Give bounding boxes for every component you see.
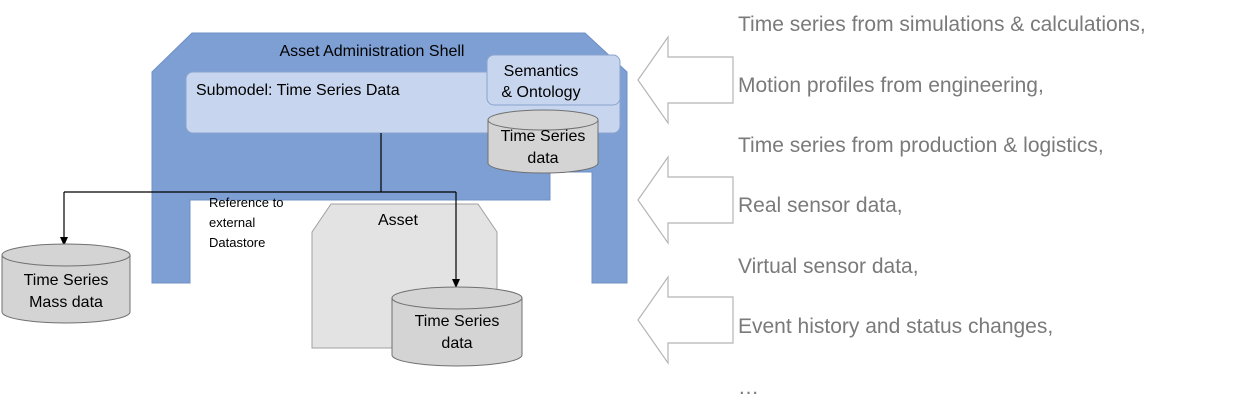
mass-cylinder-label-line2: Mass data <box>29 294 103 311</box>
shell-cylinder-label-line2: data <box>527 150 558 167</box>
asset-cylinder-label-line1: Time Series <box>415 313 500 330</box>
reference-label-line1: Reference to <box>209 195 283 210</box>
reference-label-line3: Datastore <box>209 235 265 250</box>
asset-time-series-cylinder: Time Series data <box>391 286 523 367</box>
mass-data-cylinder: Time Series Mass data <box>1 243 131 324</box>
list-item: Real sensor data, <box>738 194 903 217</box>
shell-title: Asset Administration Shell <box>280 43 465 60</box>
shell-cylinder-label-line1: Time Series <box>501 128 586 145</box>
semantics-label-line2: & Ontology <box>501 84 580 101</box>
submodel-label: Submodel: Time Series Data <box>196 82 400 99</box>
input-arrow-top <box>637 35 734 125</box>
list-item: … <box>738 376 759 399</box>
list-item: Event history and status changes, <box>738 315 1054 338</box>
asset-label: Asset <box>378 212 419 229</box>
mass-cylinder-label-line1: Time Series <box>24 272 109 289</box>
list-item: Time series from production & logistics, <box>738 134 1104 157</box>
list-item: Time series from simulations & calculati… <box>738 13 1146 36</box>
reference-connector <box>60 133 460 288</box>
input-arrow-middle <box>637 155 734 245</box>
list-item: Virtual sensor data, <box>738 255 919 278</box>
list-item: Motion profiles from engineering, <box>738 74 1044 97</box>
input-arrow-bottom <box>637 275 734 365</box>
asset-cylinder-label-line2: data <box>441 335 472 352</box>
semantics-label-line1: Semantics <box>504 63 579 80</box>
data-sources-list: Time series from simulations & calculati… <box>738 0 1243 419</box>
reference-label-line2: external <box>209 215 255 230</box>
semantics-box <box>486 54 621 106</box>
shell-time-series-cylinder: Time Series data <box>487 109 599 174</box>
